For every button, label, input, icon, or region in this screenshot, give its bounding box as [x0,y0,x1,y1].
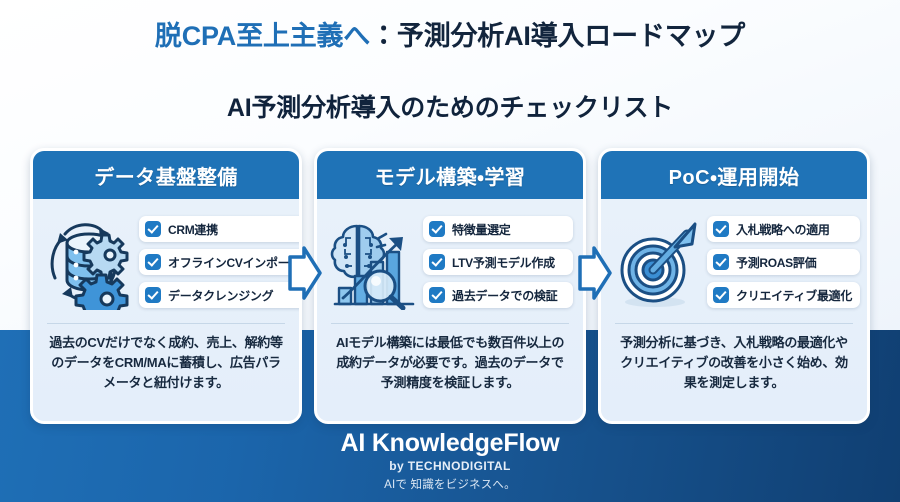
card-step-3-mid: 入札戦略への適用 予測ROAS評価 クリエイティブ最適化 [601,199,867,323]
checklist-item[interactable]: 入札戦略への適用 [707,216,861,242]
checklist-item-label: データクレンジング [168,288,274,303]
card-step-1-checklist: CRM連携 オフラインCVインポート データクレンジング [137,216,302,308]
brain-chart-icon [325,210,421,314]
checkbox-checked-icon[interactable] [713,287,729,303]
checkbox-checked-icon[interactable] [145,287,161,303]
page-title-rest: ：予測分析AI導入ロードマップ [370,21,746,51]
card-step-3-checklist: 入札戦略への適用 予測ROAS評価 クリエイティブ最適化 [705,216,861,308]
card-divider [615,323,853,324]
arrow-step1-to-step2 [288,245,322,301]
card-step-2[interactable]: モデル構築・学習 [314,148,586,424]
card-step-1-body: CRM連携 オフラインCVインポート データクレンジング 過去のCVだけでなく成 [33,199,299,421]
card-step-3-body: 入札戦略への適用 予測ROAS評価 クリエイティブ最適化 予測分析に基づき、入札 [601,199,867,421]
checkbox-checked-icon[interactable] [429,221,445,237]
card-step-2-description: AIモデル構築には最低でも数百件以上の成約データが必要です。過去のデータで予測精… [335,335,565,391]
target-arrow-icon [609,210,705,314]
checklist-item[interactable]: CRM連携 [139,216,299,242]
checkbox-checked-icon[interactable] [713,221,729,237]
checklist-item-label: 予測ROAS評価 [736,255,817,270]
brand-tagline: AIで 知識をビジネスへ。 [384,479,516,492]
checkbox-checked-icon[interactable] [429,287,445,303]
card-step-3-title: PoC・運用開始 [601,151,867,199]
card-step-3-description: 予測分析に基づき、入札戦略の最適化やクリエイティブの改善を小さく始め、効果を測定… [620,335,848,391]
card-step-1-mid: CRM連携 オフラインCVインポート データクレンジング [33,199,299,323]
database-gears-icon [41,210,137,314]
card-step-2-body: 特徴量選定 LTV予測モデル作成 過去データでの検証 AIモデル構築には最低でも [317,199,583,421]
page-title: 脱CPA至上主義へ：予測分析AI導入ロードマップ [0,21,900,52]
checklist-item-label: LTV予測モデル作成 [452,255,555,270]
card-step-3[interactable]: PoC・運用開始 [598,148,870,424]
title-block: 脱CPA至上主義へ：予測分析AI導入ロードマップ [0,21,900,52]
checklist-item-label: CRM連携 [168,222,218,237]
card-step-2-checklist: 特徴量選定 LTV予測モデル作成 過去データでの検証 [421,216,573,308]
checklist-item-label: 入札戦略への適用 [736,222,830,237]
card-step-1[interactable]: データ基盤整備 [30,148,302,424]
checklist-item-label: 特徴量選定 [452,222,511,237]
card-step-1-title: データ基盤整備 [33,151,299,199]
checklist-item[interactable]: クリエイティブ最適化 [707,282,861,308]
checklist-item[interactable]: オフラインCVインポート [139,249,302,275]
checkbox-checked-icon[interactable] [145,221,161,237]
card-step-2-mid: 特徴量選定 LTV予測モデル作成 過去データでの検証 [317,199,583,323]
checklist-item[interactable]: データクレンジング [139,282,299,308]
checklist-item[interactable]: LTV予測モデル作成 [423,249,573,275]
checklist-item[interactable]: 特徴量選定 [423,216,573,242]
checkbox-checked-icon[interactable] [145,254,161,270]
card-divider [47,323,285,324]
checklist-item-label: オフラインCVインポート [168,255,302,270]
checklist-item[interactable]: 過去データでの検証 [423,282,573,308]
checklist-item-label: クリエイティブ最適化 [736,288,853,303]
arrow-step2-to-step3 [578,245,612,301]
page-subtitle: AI予測分析導入のためのチェックリスト [226,94,674,122]
card-row: データ基盤整備 [30,148,870,424]
card-step-1-description: 過去のCVだけでなく成約、売上、解約等のデータをCRM/MAに蓄積し、広告パラメ… [49,335,283,391]
checklist-item[interactable]: 予測ROAS評価 [707,249,861,275]
card-step-2-title: モデル構築・学習 [317,151,583,199]
card-divider [331,323,569,324]
brand-name: AI KnowledgeFlow [340,429,560,457]
footer-branding: AI KnowledgeFlow by TECHNODIGITAL AIで 知識… [0,430,900,492]
checkbox-checked-icon[interactable] [429,254,445,270]
checklist-item-label: 過去データでの検証 [452,288,558,303]
page-title-accent: 脱CPA至上主義へ [154,21,371,51]
brand-byline: by TECHNODIGITAL [389,459,511,474]
checkbox-checked-icon[interactable] [713,254,729,270]
